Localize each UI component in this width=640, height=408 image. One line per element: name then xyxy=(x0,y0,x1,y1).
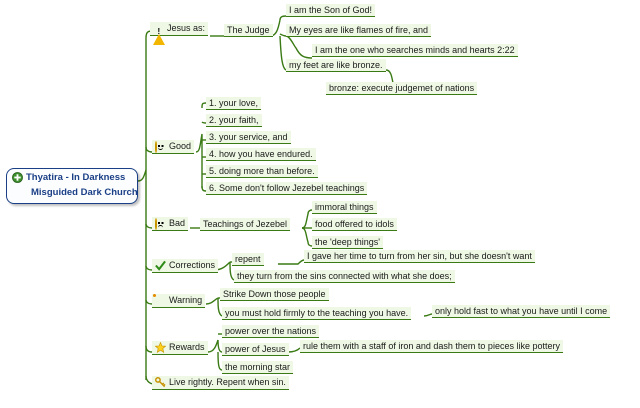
branch-label: Good xyxy=(169,141,192,151)
topic-bronze-judgement[interactable]: bronze: execute judgemet of nations xyxy=(326,82,478,95)
topic-eyes-like-flames[interactable]: My eyes are like flames of fire, and xyxy=(286,24,432,37)
branch-label: Rewards xyxy=(169,342,205,352)
topic-teachings-of-jezebel[interactable]: Teachings of Jezebel xyxy=(200,218,291,231)
branch-live-rightly[interactable]: Live rightly. Repent when sin. xyxy=(152,376,289,390)
sad-face-icon xyxy=(155,218,166,230)
topic-good-5[interactable]: 5. doing more than before. xyxy=(206,165,318,178)
topic-good-3[interactable]: 3. your service, and xyxy=(206,131,291,144)
branch-label: Jesus as: xyxy=(167,23,206,33)
topic-feet-like-bronze[interactable]: my feet are like bronze. xyxy=(286,59,386,72)
branch-label: Live rightly. Repent when sin. xyxy=(169,377,286,387)
plus-circle-icon xyxy=(12,172,23,183)
branch-bad[interactable]: Bad xyxy=(152,217,189,231)
topic-repent[interactable]: repent xyxy=(232,253,264,266)
branch-good[interactable]: Good xyxy=(152,140,195,154)
topic-deep-things[interactable]: the 'deep things' xyxy=(312,236,383,249)
topic-searches-minds[interactable]: I am the one who searches minds and hear… xyxy=(312,44,518,57)
topic-good-2[interactable]: 2. your faith, xyxy=(206,114,262,127)
topic-good-4[interactable]: 4. how you have endured. xyxy=(206,148,316,161)
branch-label: Bad xyxy=(169,218,186,228)
topic-good-6[interactable]: 6. Some don't follow Jezebel teachings xyxy=(206,182,368,195)
topic-strike-down[interactable]: Strike Down those people xyxy=(220,288,329,301)
warning-icon: ! xyxy=(153,23,165,45)
topic-power-over-nations[interactable]: power over the nations xyxy=(222,325,320,338)
central-topic-line2: Misguided Dark Church xyxy=(31,187,138,198)
topic-son-of-god[interactable]: I am the Son of God! xyxy=(286,4,376,17)
topic-gave-her-time[interactable]: I gave her time to turn from her sin, bu… xyxy=(304,250,535,263)
topic-immoral-things[interactable]: immoral things xyxy=(312,201,377,214)
topic-morning-star[interactable]: the morning star xyxy=(222,361,294,374)
smile-icon xyxy=(155,141,166,153)
topic-the-judge[interactable]: The Judge xyxy=(224,24,273,37)
central-topic[interactable]: Thyatira - In Darkness Misguided Dark Ch… xyxy=(6,168,138,204)
topic-staff-of-iron[interactable]: rule them with a staff of iron and dash … xyxy=(300,340,563,353)
topic-turn-from-sins[interactable]: they turn from the sins connected with w… xyxy=(234,270,455,283)
star-icon xyxy=(155,342,166,353)
topic-food-offered[interactable]: food offered to idols xyxy=(312,218,397,231)
central-topic-line1: Thyatira - In Darkness xyxy=(26,172,126,183)
branch-corrections[interactable]: Corrections xyxy=(152,259,219,273)
topic-power-of-jesus[interactable]: power of Jesus xyxy=(222,343,289,356)
branch-label: Warning xyxy=(169,295,203,305)
branch-jesus-as[interactable]: ! Jesus as: xyxy=(150,22,209,45)
topic-hold-firmly[interactable]: you must hold firmly to the teaching you… xyxy=(222,307,412,320)
topic-good-1[interactable]: 1. your love, xyxy=(206,97,262,110)
bomb-icon xyxy=(155,295,166,306)
topic-hold-fast[interactable]: only hold fast to what you have until I … xyxy=(432,305,611,318)
checkmark-icon xyxy=(155,260,166,271)
key-icon xyxy=(155,377,166,388)
branch-label: Corrections xyxy=(169,260,216,270)
branch-rewards[interactable]: Rewards xyxy=(152,341,208,355)
branch-warning[interactable]: Warning xyxy=(152,294,206,308)
